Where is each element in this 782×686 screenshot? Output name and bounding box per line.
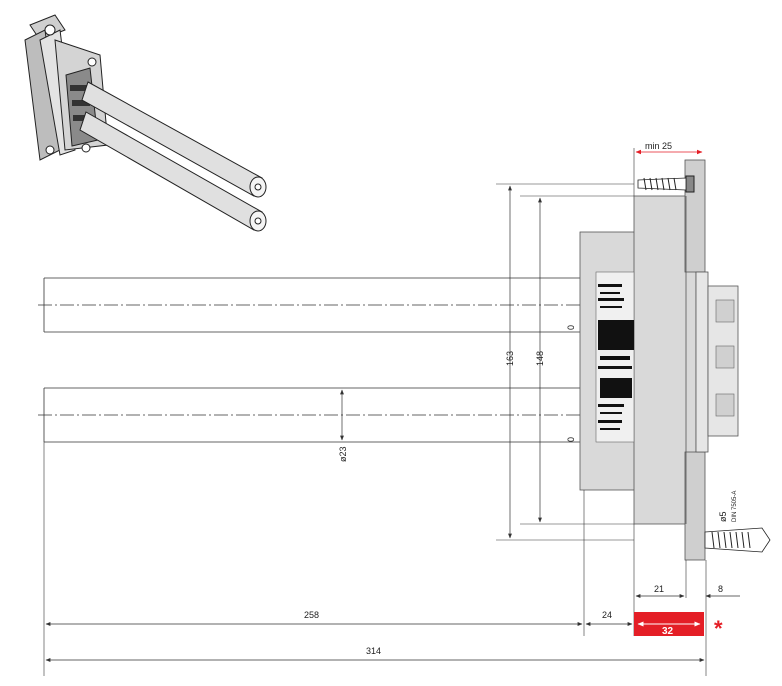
dim-314: 314 [366, 646, 381, 656]
dim-8: 8 [718, 584, 723, 594]
asterisk-note: * [714, 616, 723, 641]
screw-bottom [704, 527, 771, 553]
dim-diameter-5: ø5 [718, 511, 728, 522]
dim-zero-bottom: 0 [566, 437, 576, 442]
din-standard-label: DIN 7505-A [732, 491, 738, 522]
dim-32: 32 [662, 626, 674, 637]
dimension-lines [45, 185, 740, 662]
dim-min25: min 25 [645, 141, 672, 151]
dim-258: 258 [304, 610, 319, 620]
isometric-thumbnail [24, 14, 267, 232]
dim-24: 24 [602, 610, 612, 620]
dim-148: 148 [535, 351, 545, 366]
dim-163: 163 [505, 351, 515, 366]
screw-top [637, 175, 695, 193]
rods [38, 277, 600, 443]
dim-21: 21 [654, 584, 664, 594]
dim-diameter-23: ø23 [338, 446, 348, 462]
device-body [579, 159, 739, 561]
dim-zero-top: 0 [566, 325, 576, 330]
